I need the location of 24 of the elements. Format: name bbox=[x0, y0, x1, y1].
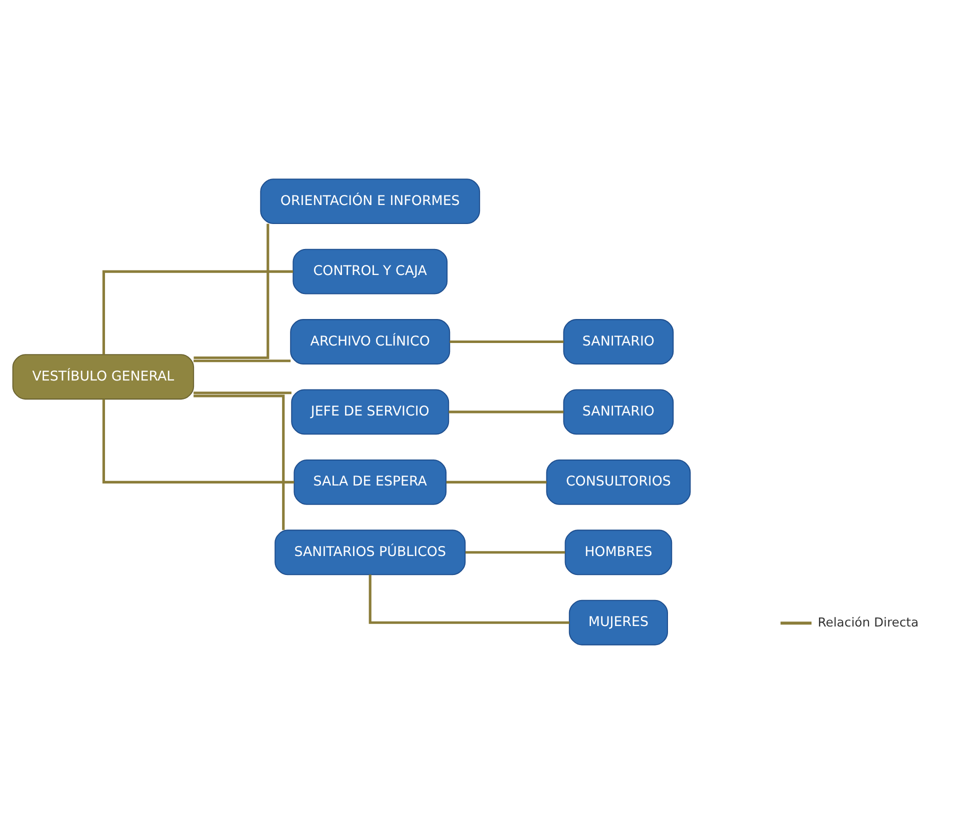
legend-label: Relación Directa bbox=[818, 614, 919, 630]
node-box: CONTROL Y CAJA bbox=[292, 248, 448, 294]
connector bbox=[446, 480, 547, 484]
connector bbox=[102, 270, 294, 355]
connector bbox=[102, 399, 294, 484]
connector bbox=[194, 392, 292, 394]
connector bbox=[448, 410, 564, 414]
connector bbox=[194, 224, 270, 360]
node-box: SALA DE ESPERA bbox=[294, 459, 447, 505]
node-box: ORIENTACIÓN E INFORMES bbox=[260, 178, 480, 224]
node-box: VESTÍBULO GENERAL bbox=[12, 354, 194, 400]
node-box: SANITARIOS PÚBLICOS bbox=[274, 530, 466, 576]
connector bbox=[450, 340, 564, 344]
node-box: SANITARIO bbox=[563, 319, 674, 364]
node-box: CONSULTORIOS bbox=[546, 459, 691, 505]
connector bbox=[194, 394, 285, 530]
node-box: SANITARIO bbox=[563, 389, 674, 435]
node-box: HOMBRES bbox=[564, 530, 672, 576]
node-box: MUJERES bbox=[568, 600, 668, 646]
node-box: ARCHIVO CLÍNICO bbox=[290, 319, 450, 364]
node-box: JEFE DE SERVICIO bbox=[291, 389, 450, 435]
connector bbox=[194, 360, 291, 362]
connector bbox=[368, 574, 570, 624]
connector bbox=[465, 551, 566, 554]
